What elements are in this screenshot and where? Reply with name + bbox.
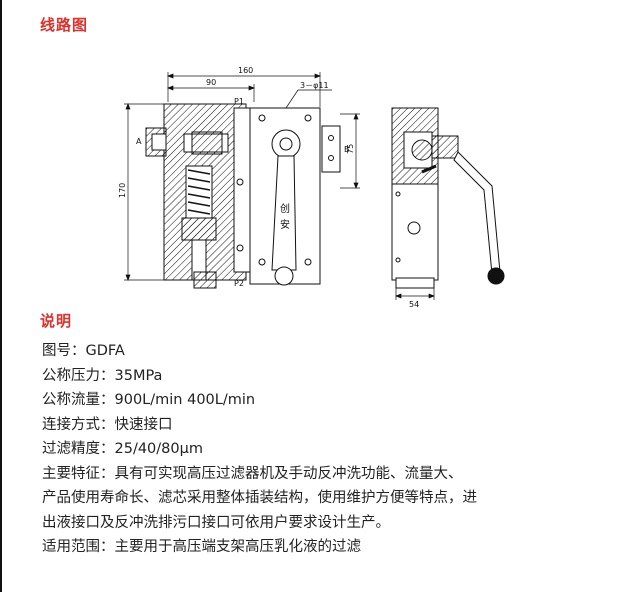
diagram-section-title: 线路图 <box>40 16 89 34</box>
dimension-54 <box>395 288 435 300</box>
handle-side <box>453 151 505 285</box>
description-section-title: 说明 <box>40 312 73 330</box>
front-view <box>145 103 251 289</box>
dim-90-label: 90 <box>206 78 216 87</box>
dimension-170 <box>124 103 164 281</box>
spec-list: 图号：GDFA 公称压力：35MPa 公称流量：900L/min 400L/mi… <box>42 339 602 560</box>
left-border-line <box>0 0 2 592</box>
port-p1-label: P1 <box>234 97 244 106</box>
port-a-label: A <box>136 137 142 146</box>
spec-application: 适用范围：主要用于高压端支架高压乳化液的过滤 <box>42 539 361 555</box>
handle-char-1: 创 <box>280 202 290 215</box>
spec-features-line2: 产品使用寿命长、滤芯采用整体插装结构，使用维护方便等特点，进 <box>42 490 477 506</box>
side-view <box>391 107 459 289</box>
port-p2-label: P2 <box>234 279 244 288</box>
dimension-75 <box>340 113 360 189</box>
dim-54-label: 54 <box>409 300 419 309</box>
dim-75-label: 75 <box>346 144 355 154</box>
spec-filtration: 过滤精度：25/40/80μm <box>42 441 203 457</box>
dim-holes-label: 3－φ11 <box>300 81 329 90</box>
port-b-label: B <box>344 145 350 154</box>
dim-170-label: 170 <box>118 183 127 198</box>
spec-features-line1: 主要特征：具有可实现高压过滤器机及手动反冲洗功能、流量大、 <box>42 465 463 482</box>
spec-pressure: 公称压力：35MPa <box>42 367 163 384</box>
spec-model: 图号：GDFA <box>42 343 125 359</box>
spec-features-line3: 出液接口及反冲洗排污口接口可依用户要求设计生产。 <box>42 514 390 531</box>
handle-front <box>271 129 301 286</box>
handle-char-2: 安 <box>280 218 290 231</box>
spec-flow: 公称流量：900L/min 400L/min <box>42 392 256 408</box>
dim-160-label: 160 <box>238 66 253 75</box>
technical-drawing: 160 90 3－φ11 170 <box>118 66 505 309</box>
dimension-160 <box>167 72 321 107</box>
spec-connection: 连接方式：快速接口 <box>42 416 173 433</box>
dimension-90 <box>167 84 255 102</box>
